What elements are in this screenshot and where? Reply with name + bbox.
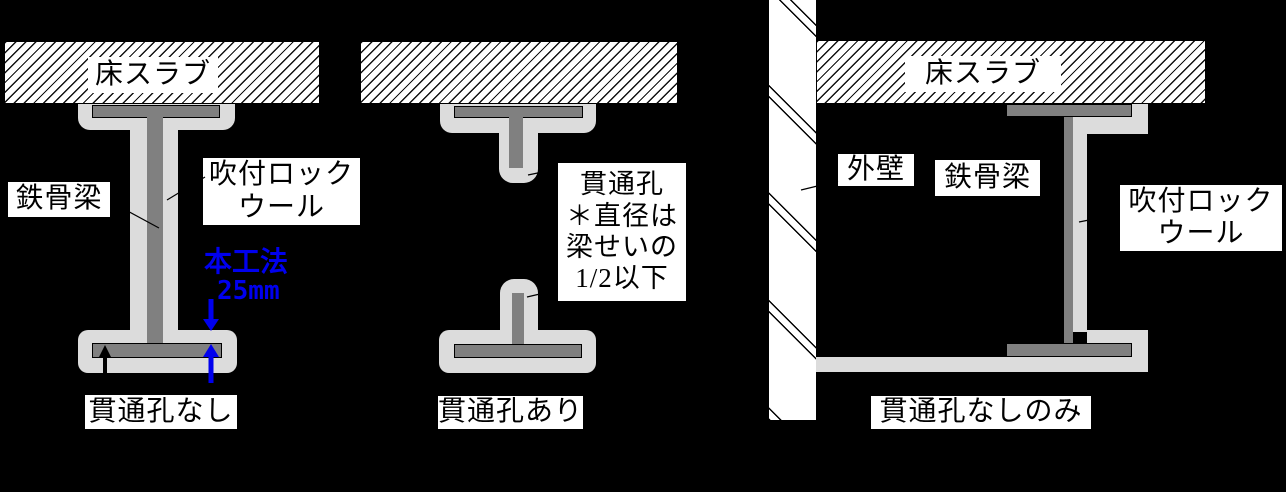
steel-beam-text-left: 鉄骨梁 xyxy=(15,183,103,215)
steel-bottom-flange-right xyxy=(1006,343,1132,357)
rockwool-text-line1-left: 吹付ロック xyxy=(208,159,354,191)
rockwool-text-line2-left: ウール xyxy=(237,191,325,223)
steel-upper-web-stub-middle xyxy=(509,117,523,168)
note-line4: 1/2以下 xyxy=(575,263,669,294)
thickness-arrow-up-icon xyxy=(203,344,219,383)
steel-web-left xyxy=(147,117,163,344)
thickness-text: 25mm xyxy=(217,276,280,306)
caption-no-hole-only-text: 貫通孔なしのみ xyxy=(879,396,1083,428)
rockwool-label-left: 吹付ロック ウール xyxy=(203,158,360,225)
method-label: 本工法 xyxy=(204,240,288,280)
fireproofing-top-ledge-right xyxy=(1073,116,1148,134)
steel-lower-web-stub-middle xyxy=(512,293,524,346)
fireproofing-band-to-wall xyxy=(816,357,1148,372)
steel-top-flange-right xyxy=(1006,104,1132,117)
note-line1: 貫通孔 xyxy=(580,169,664,200)
steel-beam-label-right: 鉄骨梁 xyxy=(935,160,1040,196)
note-line2: ＊直径は xyxy=(566,200,678,231)
flange-arrow-up-icon xyxy=(98,345,111,378)
steel-bottom-flange-middle xyxy=(454,344,582,358)
method-text: 本工法 xyxy=(204,247,289,278)
caption-no-hole-only: 貫通孔なしのみ xyxy=(871,396,1091,429)
steel-bottom-flange-left xyxy=(92,343,222,358)
steel-beam-label-left: 鉄骨梁 xyxy=(8,182,110,217)
floor-slab-text-right: 床スラブ xyxy=(924,57,1041,89)
exterior-wall-label: 外壁 xyxy=(838,154,914,186)
steel-beam-text-right: 鉄骨梁 xyxy=(943,161,1031,193)
floor-slab-text-left: 床スラブ xyxy=(94,58,211,90)
caption-no-hole-text: 貫通孔なし xyxy=(88,395,234,427)
note-line3: 梁せいの xyxy=(566,232,678,262)
thickness-label: 25mm xyxy=(217,276,280,306)
floor-slab-middle xyxy=(360,41,678,104)
rockwool-label-right: 吹付ロック ウール xyxy=(1120,185,1282,251)
floor-slab-label-right: 床スラブ xyxy=(905,56,1061,92)
thickness-arrow-down-icon xyxy=(203,299,219,331)
caption-no-hole: 貫通孔なし xyxy=(85,395,237,429)
floor-slab-label-left: 床スラブ xyxy=(88,57,218,93)
caption-with-hole-text: 貫通孔あり xyxy=(438,396,584,428)
rockwool-text-line2-right: ウール xyxy=(1157,218,1245,249)
exterior-wall xyxy=(769,0,816,420)
fireproofing-web-right xyxy=(1073,130,1087,332)
steel-web-right xyxy=(1064,117,1073,344)
caption-with-hole: 貫通孔あり xyxy=(438,396,583,429)
through-hole-note: 貫通孔 ＊直径は 梁せいの 1/2以下 xyxy=(558,163,686,301)
rockwool-text-line1-right: 吹付ロック xyxy=(1128,185,1274,217)
exterior-wall-text: 外壁 xyxy=(846,153,905,185)
